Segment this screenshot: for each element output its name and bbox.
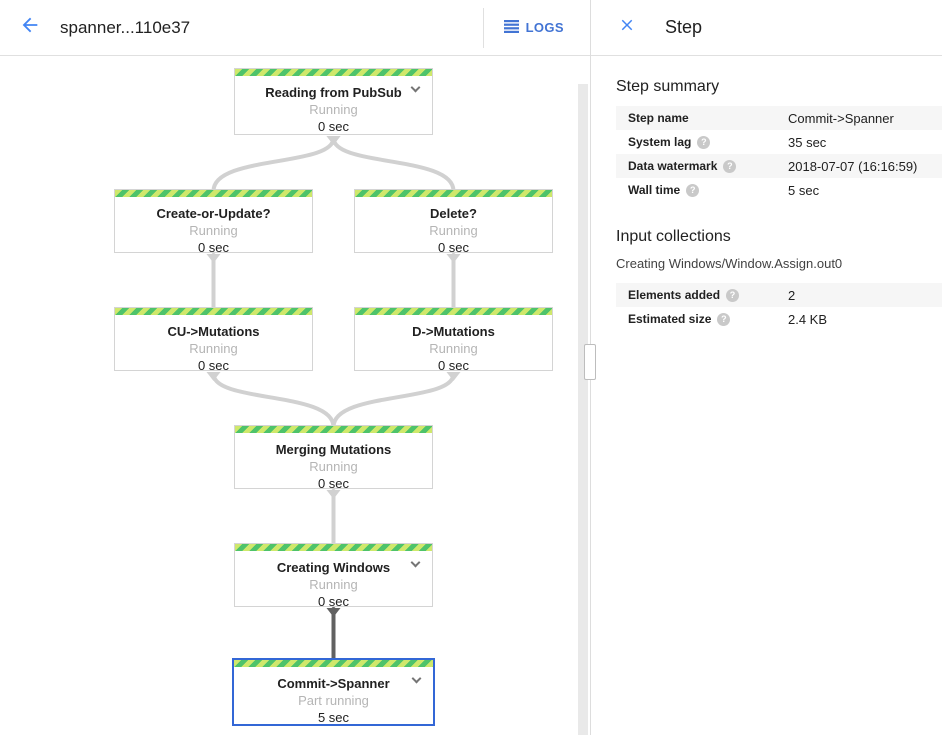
job-title: spanner...110e37 — [60, 17, 191, 37]
table-row: Data watermark? 2018-07-07 (16:16:59) — [616, 154, 942, 178]
row-value: 2 — [788, 287, 796, 303]
node-status: Running — [429, 223, 478, 238]
node-wall-time: 0 sec — [197, 240, 230, 255]
node-title: D->Mutations — [412, 324, 495, 339]
close-icon — [618, 16, 636, 39]
row-label: System lag — [628, 135, 692, 149]
step-panel-header: Step — [591, 0, 942, 56]
arrow-back-icon — [19, 14, 41, 41]
running-progress-stripe — [115, 308, 312, 315]
help-icon[interactable]: ? — [697, 135, 711, 149]
row-label: Estimated size — [628, 312, 712, 326]
step-summary-heading: Step summary — [616, 78, 720, 95]
help-icon[interactable]: ? — [686, 183, 700, 197]
table-row: System lag? 35 sec — [616, 130, 942, 154]
table-row: Step name Commit->Spanner — [616, 106, 942, 130]
collection-name: Creating Windows/Window.Assign.out0 — [616, 256, 843, 271]
close-panel-button[interactable] — [615, 16, 639, 40]
input-collections-heading: Input collections — [616, 228, 731, 245]
graph-edges — [206, 136, 461, 662]
logs-button[interactable]: LOGS — [503, 19, 564, 36]
node-status: Running — [189, 223, 238, 238]
table-row: Estimated size? 2.4 KB — [616, 307, 942, 331]
node-title: CU->Mutations — [167, 324, 260, 339]
running-progress-stripe — [355, 308, 552, 315]
help-icon[interactable]: ? — [717, 312, 731, 326]
row-value: Commit->Spanner — [788, 110, 894, 126]
row-label: Step name — [628, 111, 689, 125]
logs-list-icon — [503, 19, 519, 36]
graph-scrollbar[interactable] — [578, 84, 588, 735]
running-progress-stripe — [235, 69, 432, 76]
node-status: Part running — [298, 693, 369, 708]
toolbar-divider — [482, 7, 484, 48]
node-wall-time: 0 sec — [317, 594, 350, 609]
step-detail-panel: Step Step summary Step name Commit->Spann… — [590, 0, 942, 735]
help-icon[interactable]: ? — [726, 288, 740, 302]
running-progress-stripe — [234, 660, 433, 667]
row-value: 2018-07-07 (16:16:59) — [788, 158, 918, 174]
back-button[interactable] — [16, 14, 44, 42]
table-row: Elements added? 2 — [616, 283, 942, 307]
toolbar: spanner...110e37 LOGS — [0, 0, 590, 56]
node-wall-time: 0 sec — [317, 476, 350, 491]
node-wall-time: 0 sec — [197, 358, 230, 373]
node-wall-time: 0 sec — [317, 119, 350, 134]
running-progress-stripe — [115, 190, 312, 197]
node-status: Running — [309, 102, 358, 117]
running-progress-stripe — [355, 190, 552, 197]
node-wall-time: 0 sec — [437, 240, 470, 255]
help-icon[interactable]: ? — [723, 159, 737, 173]
row-label: Elements added — [628, 288, 721, 302]
node-wall-time: 5 sec — [317, 710, 350, 725]
panel-title: Step — [665, 17, 703, 37]
node-title: Merging Mutations — [275, 442, 392, 457]
node-title: Commit->Spanner — [277, 676, 390, 691]
node-status: Running — [309, 459, 358, 474]
running-progress-stripe — [235, 544, 432, 551]
table-row: Wall time? 5 sec — [616, 178, 942, 202]
row-label: Data watermark — [628, 159, 718, 173]
node-title: Creating Windows — [276, 560, 391, 575]
node-wall-time: 0 sec — [437, 358, 470, 373]
row-value: 5 sec — [788, 182, 820, 198]
node-status: Running — [309, 577, 358, 592]
graph-node-delete[interactable]: Delete? Running 0 sec — [354, 189, 553, 255]
node-status: Running — [429, 341, 478, 356]
node-title: Reading from PubSub — [265, 85, 402, 100]
panel-resize-handle[interactable] — [584, 344, 596, 380]
logs-label: LOGS — [525, 20, 564, 35]
row-value: 2.4 KB — [788, 311, 828, 327]
running-progress-stripe — [235, 426, 432, 433]
graph-pane: spanner...110e37 LOGS Reading from PubSu… — [0, 0, 590, 735]
row-value: 35 sec — [788, 134, 827, 150]
node-status: Running — [189, 341, 238, 356]
node-title: Create-or-Update? — [156, 206, 271, 221]
node-title: Delete? — [430, 206, 477, 221]
graph-node-create[interactable]: Create-or-Update? Running 0 sec — [114, 189, 313, 255]
row-label: Wall time — [628, 183, 681, 197]
